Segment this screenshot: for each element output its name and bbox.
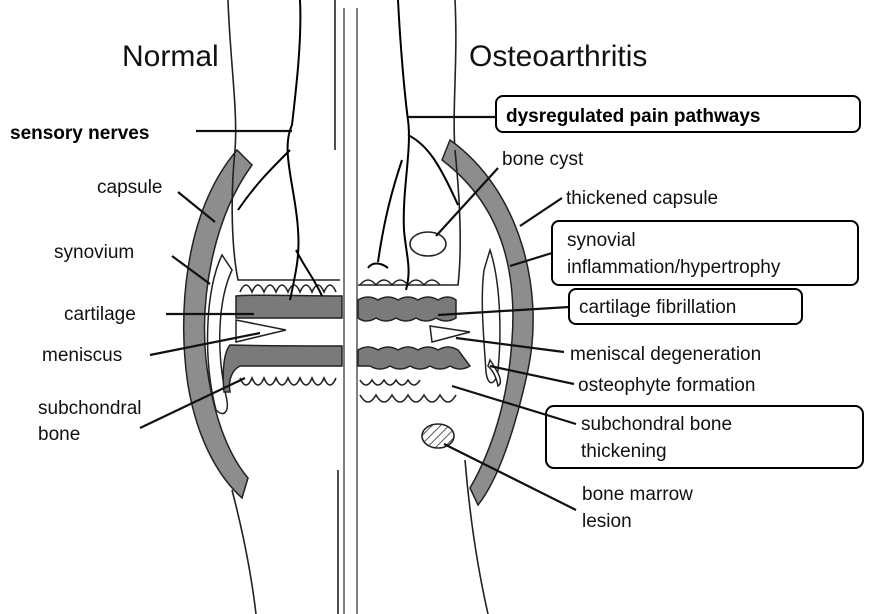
- oa-cartilage-bottom: [358, 347, 470, 369]
- oa-femur-outline: [454, 0, 456, 150]
- normal-tidemark-bottom: [240, 378, 336, 385]
- label-subchondral-thick-line1: subchondral bone: [581, 414, 732, 435]
- label-synovial-line1: synovial: [567, 230, 636, 251]
- oa-cartilage-top: [358, 297, 456, 321]
- oa-bone-marrow-lesion: [422, 424, 454, 448]
- leader-cartilage-fibrillation: [438, 307, 569, 315]
- normal-meniscus: [236, 320, 286, 342]
- label-synovium: synovium: [54, 242, 134, 263]
- normal-femur-outline: [228, 0, 335, 150]
- leader-bone-marrow: [444, 444, 576, 510]
- normal-nerve-branch: [288, 0, 322, 300]
- normal-tibia-outline: [232, 470, 338, 614]
- label-subchondral-line2: bone: [38, 424, 80, 445]
- oa-knee: [358, 0, 533, 614]
- normal-knee: [184, 0, 342, 614]
- oa-nerve-twig-left: [368, 160, 402, 268]
- label-subchondral-thick-line2: thickening: [581, 441, 667, 462]
- label-capsule: capsule: [97, 177, 163, 198]
- leader-meniscal-degeneration: [456, 338, 564, 352]
- label-synovial-line2: inflammation/hypertrophy: [567, 257, 781, 278]
- label-cartilage-fibrillation: cartilage fibrillation: [579, 297, 736, 318]
- oa-bone-cyst: [410, 232, 446, 256]
- leader-osteophyte-formation: [490, 366, 574, 384]
- label-meniscus: meniscus: [42, 345, 122, 366]
- oa-nerve: [398, 0, 409, 290]
- label-subchondral-line1: subchondral: [38, 398, 142, 419]
- label-osteophyte-formation: osteophyte formation: [578, 375, 755, 396]
- label-dysregulated-pain: dysregulated pain pathways: [506, 106, 760, 127]
- oa-subchondral-wave: [360, 380, 456, 402]
- label-sensory-nerves: sensory nerves: [10, 123, 149, 144]
- center-divider: [344, 8, 357, 614]
- label-cartilage: cartilage: [64, 304, 136, 325]
- label-meniscal-degeneration: meniscal degeneration: [570, 344, 761, 365]
- label-thickened-capsule: thickened capsule: [566, 188, 718, 209]
- label-bone-marrow-line1: bone marrow: [582, 484, 693, 505]
- title-osteoarthritis: Osteoarthritis: [469, 40, 647, 73]
- label-bone-cyst: bone cyst: [502, 149, 584, 170]
- title-normal: Normal: [122, 40, 219, 73]
- normal-tidemark-top: [240, 285, 336, 292]
- label-bone-marrow-line2: lesion: [582, 511, 632, 532]
